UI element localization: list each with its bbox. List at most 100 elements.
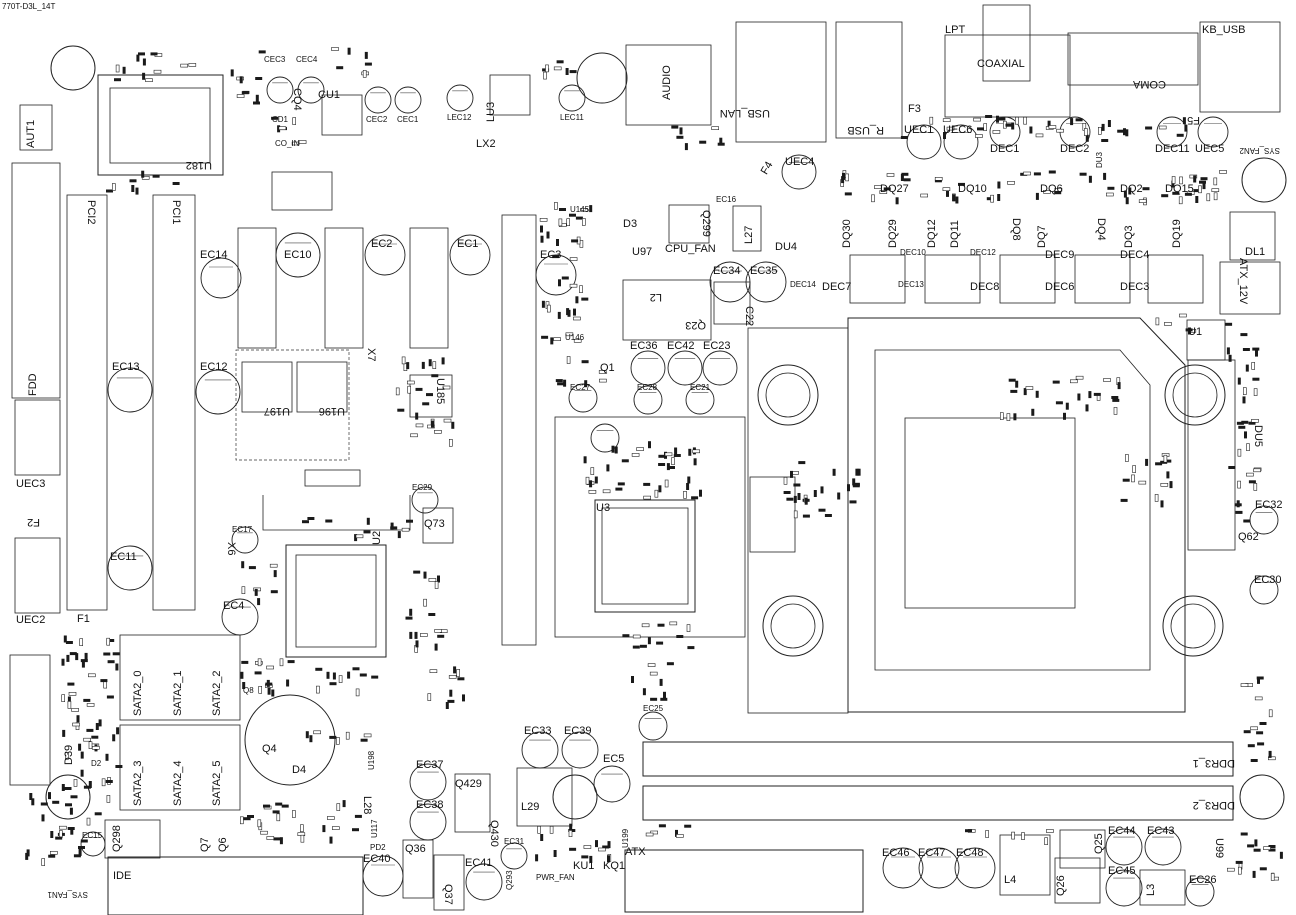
capacitor-outline xyxy=(1185,877,1215,907)
smd-pad xyxy=(566,218,571,226)
smd-pad xyxy=(537,825,541,834)
smd-pad xyxy=(786,497,794,501)
smd-pad xyxy=(414,631,418,639)
q299-outline xyxy=(668,204,710,244)
smd-pad xyxy=(443,418,452,423)
smd-pad xyxy=(1253,848,1261,852)
smd-pad xyxy=(664,479,669,488)
smd-pad xyxy=(1113,407,1118,415)
smd-pad xyxy=(684,824,692,828)
label-uec1: UEC1 xyxy=(904,124,933,136)
smd-pad xyxy=(431,420,434,428)
aut1-outline xyxy=(19,104,53,151)
smd-pad xyxy=(263,804,270,808)
smd-pad xyxy=(983,123,988,131)
inductor-l29 xyxy=(516,767,573,827)
label-du4: DU4 xyxy=(775,241,797,253)
smd-pad xyxy=(556,60,564,64)
fdd-lower-outline xyxy=(14,399,61,476)
panel-header xyxy=(9,654,51,786)
smd-pad xyxy=(64,787,72,790)
smd-pad xyxy=(636,447,644,451)
coma-connector xyxy=(1067,32,1199,86)
smd-pad xyxy=(942,118,951,122)
smd-pad xyxy=(106,695,114,699)
smd-pad xyxy=(405,616,413,620)
smd-pad xyxy=(631,453,640,457)
smd-pad xyxy=(313,730,321,735)
smd-pad xyxy=(683,490,687,499)
smd-pad xyxy=(371,675,379,679)
smd-pad xyxy=(141,170,145,178)
capacitor-outline xyxy=(593,765,631,803)
smd-pad xyxy=(1228,354,1232,362)
smd-pad xyxy=(61,784,65,791)
label-ec43: EC43 xyxy=(1147,825,1175,837)
smd-pad xyxy=(236,94,245,98)
smd-pad xyxy=(1172,191,1180,195)
label-kq1: KQ1 xyxy=(603,860,625,872)
smd-pad xyxy=(292,810,296,818)
label-sata2-3: SATA2_3 xyxy=(132,761,144,806)
smd-pad xyxy=(342,800,346,808)
capacitor-outline xyxy=(521,731,559,769)
smd-pad xyxy=(72,722,80,727)
smd-pad xyxy=(855,468,859,476)
smd-pad xyxy=(241,660,249,664)
smd-pad xyxy=(874,185,882,189)
smd-pad xyxy=(699,489,702,497)
smd-pad xyxy=(555,379,563,383)
smd-pad xyxy=(266,679,270,687)
smd-pad xyxy=(258,50,266,54)
smd-pad xyxy=(1206,193,1211,202)
capacitor-outline xyxy=(685,385,715,415)
label-cec3: CEC3 xyxy=(264,55,286,64)
smd-pad xyxy=(1158,125,1167,130)
smd-pad xyxy=(1268,845,1276,848)
label-ec48: EC48 xyxy=(956,847,984,859)
smd-pad xyxy=(998,117,1006,121)
smd-pad xyxy=(1122,478,1130,482)
label-l27: L27 xyxy=(743,226,755,244)
mount-hole-5 xyxy=(50,45,96,91)
smd-pad xyxy=(579,285,583,294)
smd-pad xyxy=(106,189,113,193)
label-q25: Q25 xyxy=(1093,833,1105,854)
label-pci1: PCI1 xyxy=(170,200,182,224)
smd-pad xyxy=(1240,333,1248,337)
smd-pad xyxy=(325,519,333,523)
smd-pad xyxy=(355,534,364,539)
smd-pad xyxy=(797,493,801,500)
smd-pad xyxy=(614,446,618,454)
smd-pad xyxy=(1131,474,1135,483)
smd-pad xyxy=(934,177,943,181)
smd-pad xyxy=(658,454,666,458)
smd-pad xyxy=(409,631,413,639)
label-cu1: CU1 xyxy=(318,89,340,101)
smd-pad xyxy=(397,408,405,412)
label-q7: Q7 xyxy=(199,837,211,852)
capacitor-outline xyxy=(954,847,996,889)
smd-pad xyxy=(549,825,554,834)
smd-pad xyxy=(617,482,625,486)
smd-pad xyxy=(366,517,370,525)
smd-pad xyxy=(977,127,984,131)
q37-outline xyxy=(433,854,465,911)
smd-pad xyxy=(1145,458,1149,466)
smd-pad xyxy=(188,63,197,67)
smd-pad xyxy=(903,178,911,182)
smd-pad xyxy=(642,688,646,696)
smd-pad xyxy=(553,66,562,71)
smd-pad xyxy=(886,173,895,177)
smd-pad xyxy=(584,380,588,388)
capacitor-outline xyxy=(231,526,259,554)
smd-pad xyxy=(1246,472,1254,477)
smd-pad xyxy=(278,126,287,130)
label-q299: Q299 xyxy=(700,210,712,237)
vrm-inductor-1 xyxy=(237,227,277,349)
smd-pad xyxy=(1054,191,1062,195)
smd-pad xyxy=(106,637,110,646)
smd-pad xyxy=(422,402,430,406)
label-dq7: DQ7 xyxy=(1036,225,1048,248)
smd-pad xyxy=(699,140,707,144)
